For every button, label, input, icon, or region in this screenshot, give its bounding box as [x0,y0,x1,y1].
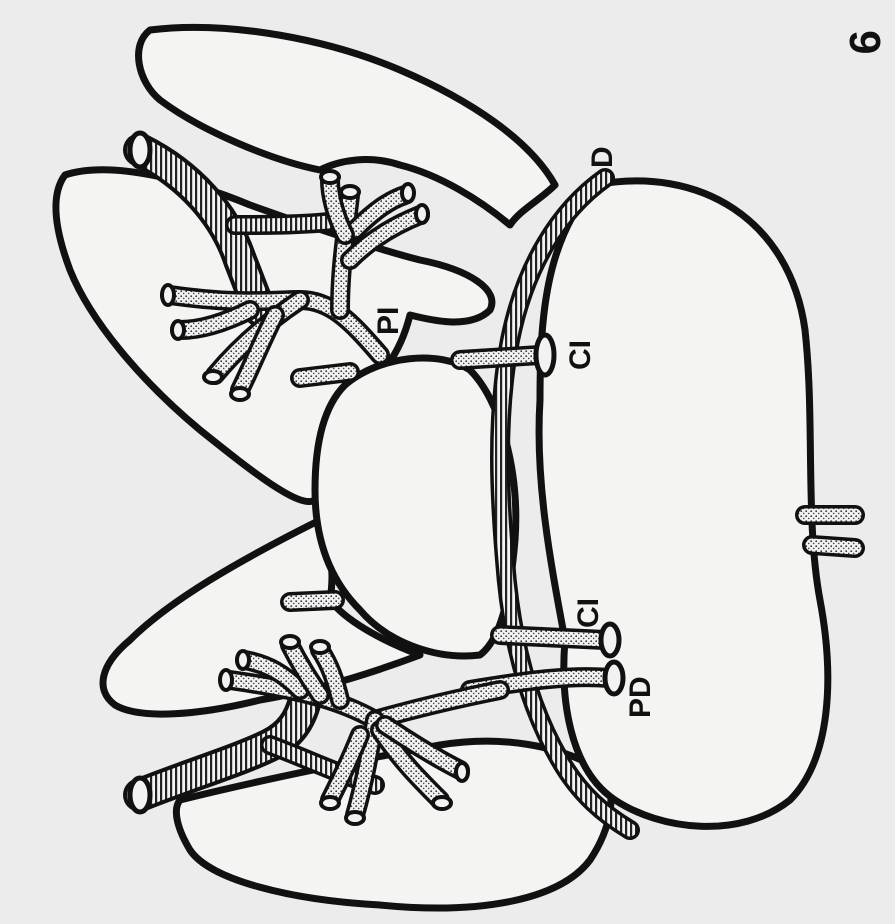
ci-upper-cap [536,335,554,375]
stub-vessel-upper-inner [300,372,350,378]
ci-upper-vessel-inner [460,355,540,360]
label-ci-upper: CI [564,340,597,370]
pd-cap [605,662,623,694]
figure-number: 6 [841,30,890,54]
organ-exit-vessel-2-inner [812,545,855,548]
upper-bronchus-cap [130,133,150,167]
label-pd: PD [624,676,657,718]
large-organ [539,181,828,826]
label-pi: PI [372,307,405,335]
ci-lower-vessel-inner [500,635,605,640]
label-d: D [586,146,619,168]
lower-bronchus-cap [130,778,150,812]
stub-vessel-lower-inner [290,600,335,602]
label-ci-lower: CI [572,598,605,628]
